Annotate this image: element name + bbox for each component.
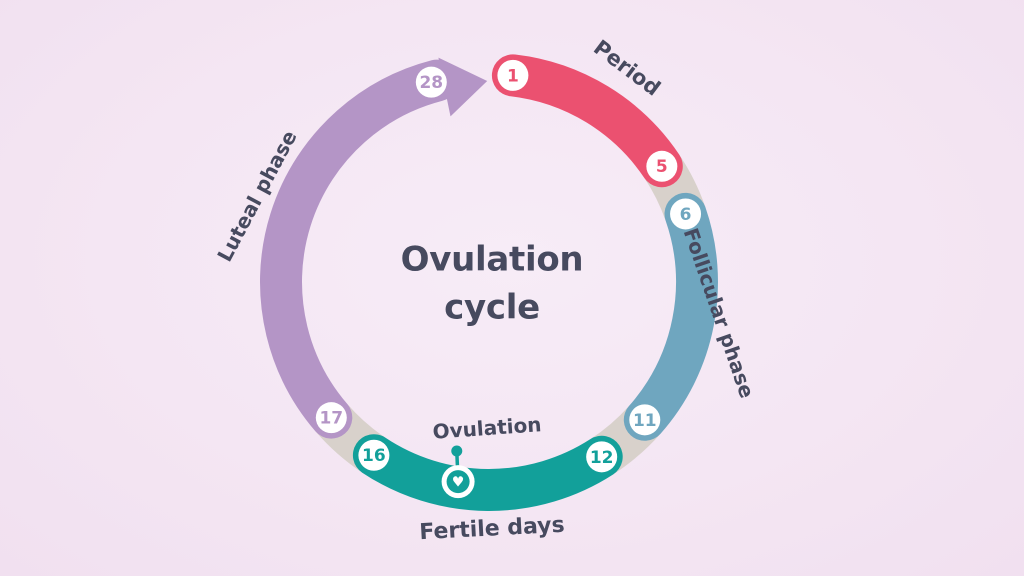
title-line-2: cycle bbox=[444, 288, 540, 328]
day-badge-label-5: 5 bbox=[656, 157, 668, 177]
ovulation-marker-disc bbox=[446, 470, 470, 494]
day-badge-1 bbox=[497, 59, 529, 91]
day-badge-label-16: 16 bbox=[362, 446, 386, 466]
day-badge-16 bbox=[358, 439, 390, 471]
day-badge-label-11: 11 bbox=[633, 411, 657, 431]
heart-icon: ♥ bbox=[452, 475, 465, 491]
fertile-arc bbox=[352, 434, 623, 511]
day-badge-28 bbox=[415, 66, 447, 98]
day-badge-label-17: 17 bbox=[319, 409, 343, 429]
ovulation-pin-dot bbox=[451, 445, 463, 457]
day-badge-label-12: 12 bbox=[590, 448, 614, 468]
day-badge-label-28: 28 bbox=[419, 73, 443, 93]
day-badge-6 bbox=[670, 198, 702, 230]
page-title: Ovulation cycle bbox=[401, 236, 584, 333]
day-badge-label-1: 1 bbox=[507, 66, 519, 86]
cycle-arrow-head-icon bbox=[438, 57, 488, 117]
luteal-arc bbox=[260, 59, 458, 439]
day-badge-5 bbox=[646, 150, 678, 182]
follicular-arc bbox=[623, 192, 718, 441]
period-arc bbox=[491, 54, 683, 188]
title-line-1: Ovulation bbox=[400, 239, 584, 280]
day-badge-17 bbox=[315, 402, 347, 434]
day-badge-12 bbox=[586, 441, 618, 473]
day-badge-label-6: 6 bbox=[680, 205, 692, 225]
day-badge-11 bbox=[629, 404, 661, 436]
